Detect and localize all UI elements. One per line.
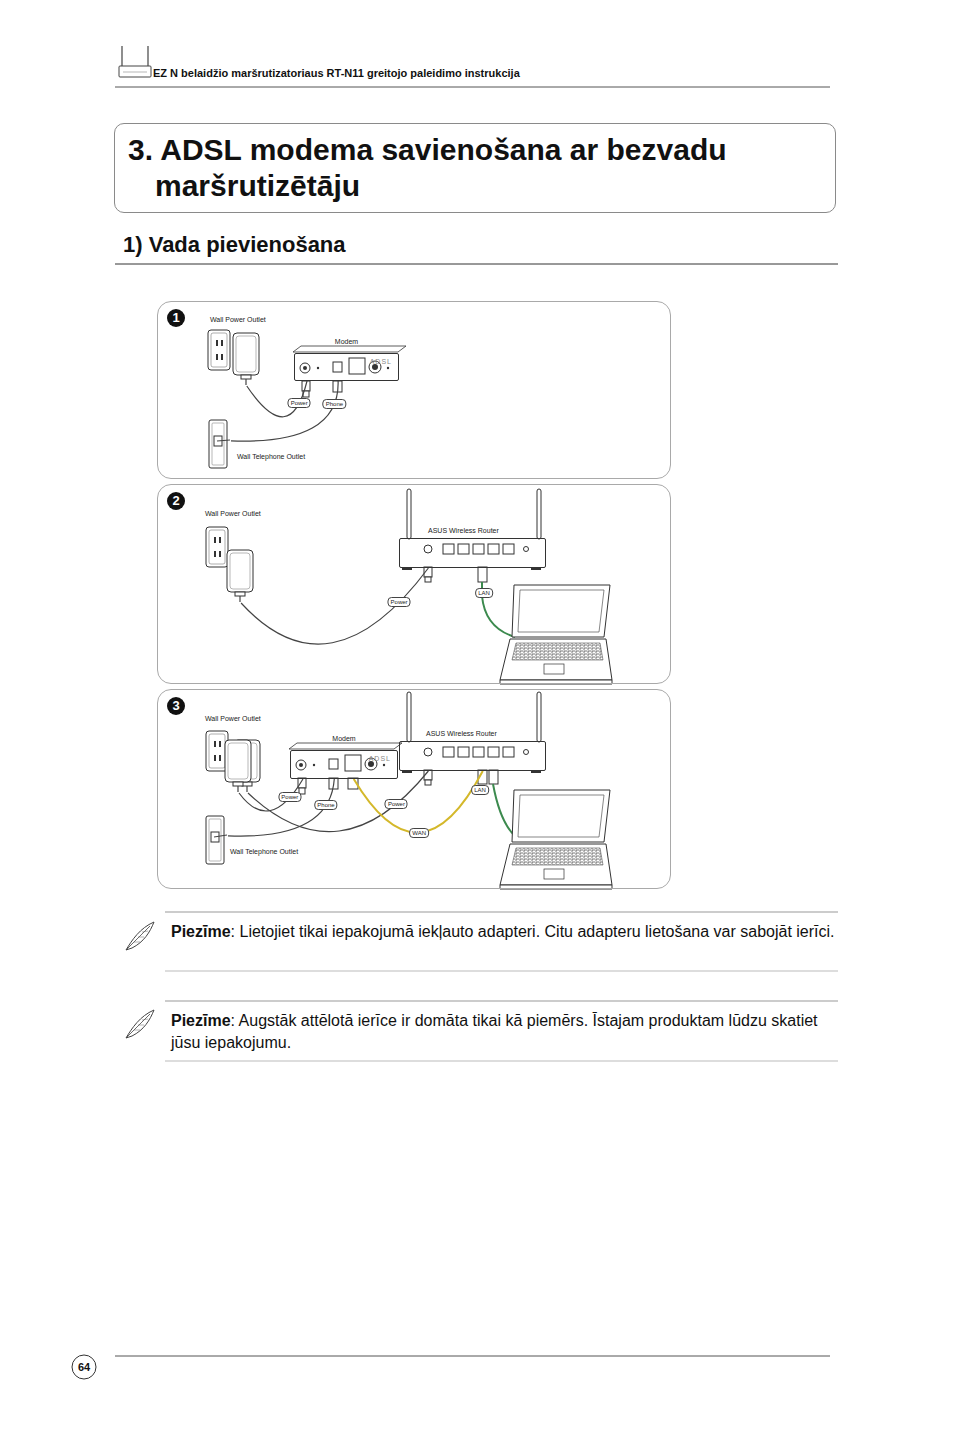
wireless-router: ASUS Wireless Router [399,538,546,568]
adsl-modem: ModemADSL [294,353,399,381]
wireless-router: ASUS Wireless Router [399,741,546,771]
wall-power-outlet: Wall Power Outlet [203,728,263,793]
note-text: : Augstāk attēlotā ierīce ir domāta tika… [171,1012,818,1051]
callout-number: 1 [167,309,185,327]
cable-tag: LAN [475,588,493,598]
device-label: Modem [335,337,358,346]
device-label: Wall Power Outlet [210,315,266,324]
wall-telephone-outlet: Wall Telephone Outlet [207,419,231,471]
page-number: 64 [78,1361,90,1373]
cable [248,771,428,832]
page-title: 3. ADSL modema savienošana ar bezvadu ma… [155,132,823,204]
cable [354,771,483,833]
cable-tag: LAN [471,785,489,795]
wall-power-outlet: Wall Power Outlet [206,329,274,386]
note-heading: Piezīme [171,1012,231,1029]
brand-mark: ADSL [370,357,392,366]
device-label: Modem [332,734,355,743]
device-label: Wall Telephone Outlet [230,847,298,856]
title-box: 3. ADSL modema savienošana ar bezvadu ma… [114,123,836,213]
step-panel: 3Wall Power OutletModemADSLASUS Wireless… [157,689,671,889]
running-header: EZ N belaidžio maršrutizatoriaus RT-N11 … [153,67,520,79]
device-label: ASUS Wireless Router [428,526,499,535]
wall-power-outlet: Wall Power Outlet [203,523,259,603]
cable-tag: Power [385,799,408,809]
cable-tag: Phone [323,399,346,409]
cable-tag: WAN [409,828,429,838]
brand-mark: ADSL [369,754,391,763]
note: Piezīme: Augstāk attēlotā ierīce ir domā… [171,1010,835,1054]
note-text: : Lietojiet tikai iepakojumā iekļauto ad… [231,923,835,940]
section-heading: 1) Vada pievienošana [123,232,346,258]
cable-tag: Power [278,792,301,802]
cable [241,568,428,644]
step-panel: 1Wall Power OutletModemADSLWall Telephon… [157,301,671,479]
note-heading: Piezīme [171,923,231,940]
wall-telephone-outlet: Wall Telephone Outlet [206,815,228,867]
device-label: ASUS Wireless Router [426,729,497,738]
adsl-modem: ModemADSL [290,750,398,779]
note: Piezīme: Lietojiet tikai iepakojumā iekļ… [171,921,835,943]
callout-number: 3 [167,697,185,715]
callout-number: 2 [167,492,185,510]
device-label: Wall Power Outlet [205,714,261,723]
cable [239,779,303,811]
cable-tag: Phone [314,800,337,810]
step-panel: 2Wall Power OutletASUS Wireless Router [157,484,671,684]
device-label: Wall Power Outlet [205,509,261,518]
cable [231,381,338,441]
device-label: Wall Telephone Outlet [237,452,305,461]
cable-tag: Power [388,597,411,607]
cable-tag: Power [288,398,311,408]
